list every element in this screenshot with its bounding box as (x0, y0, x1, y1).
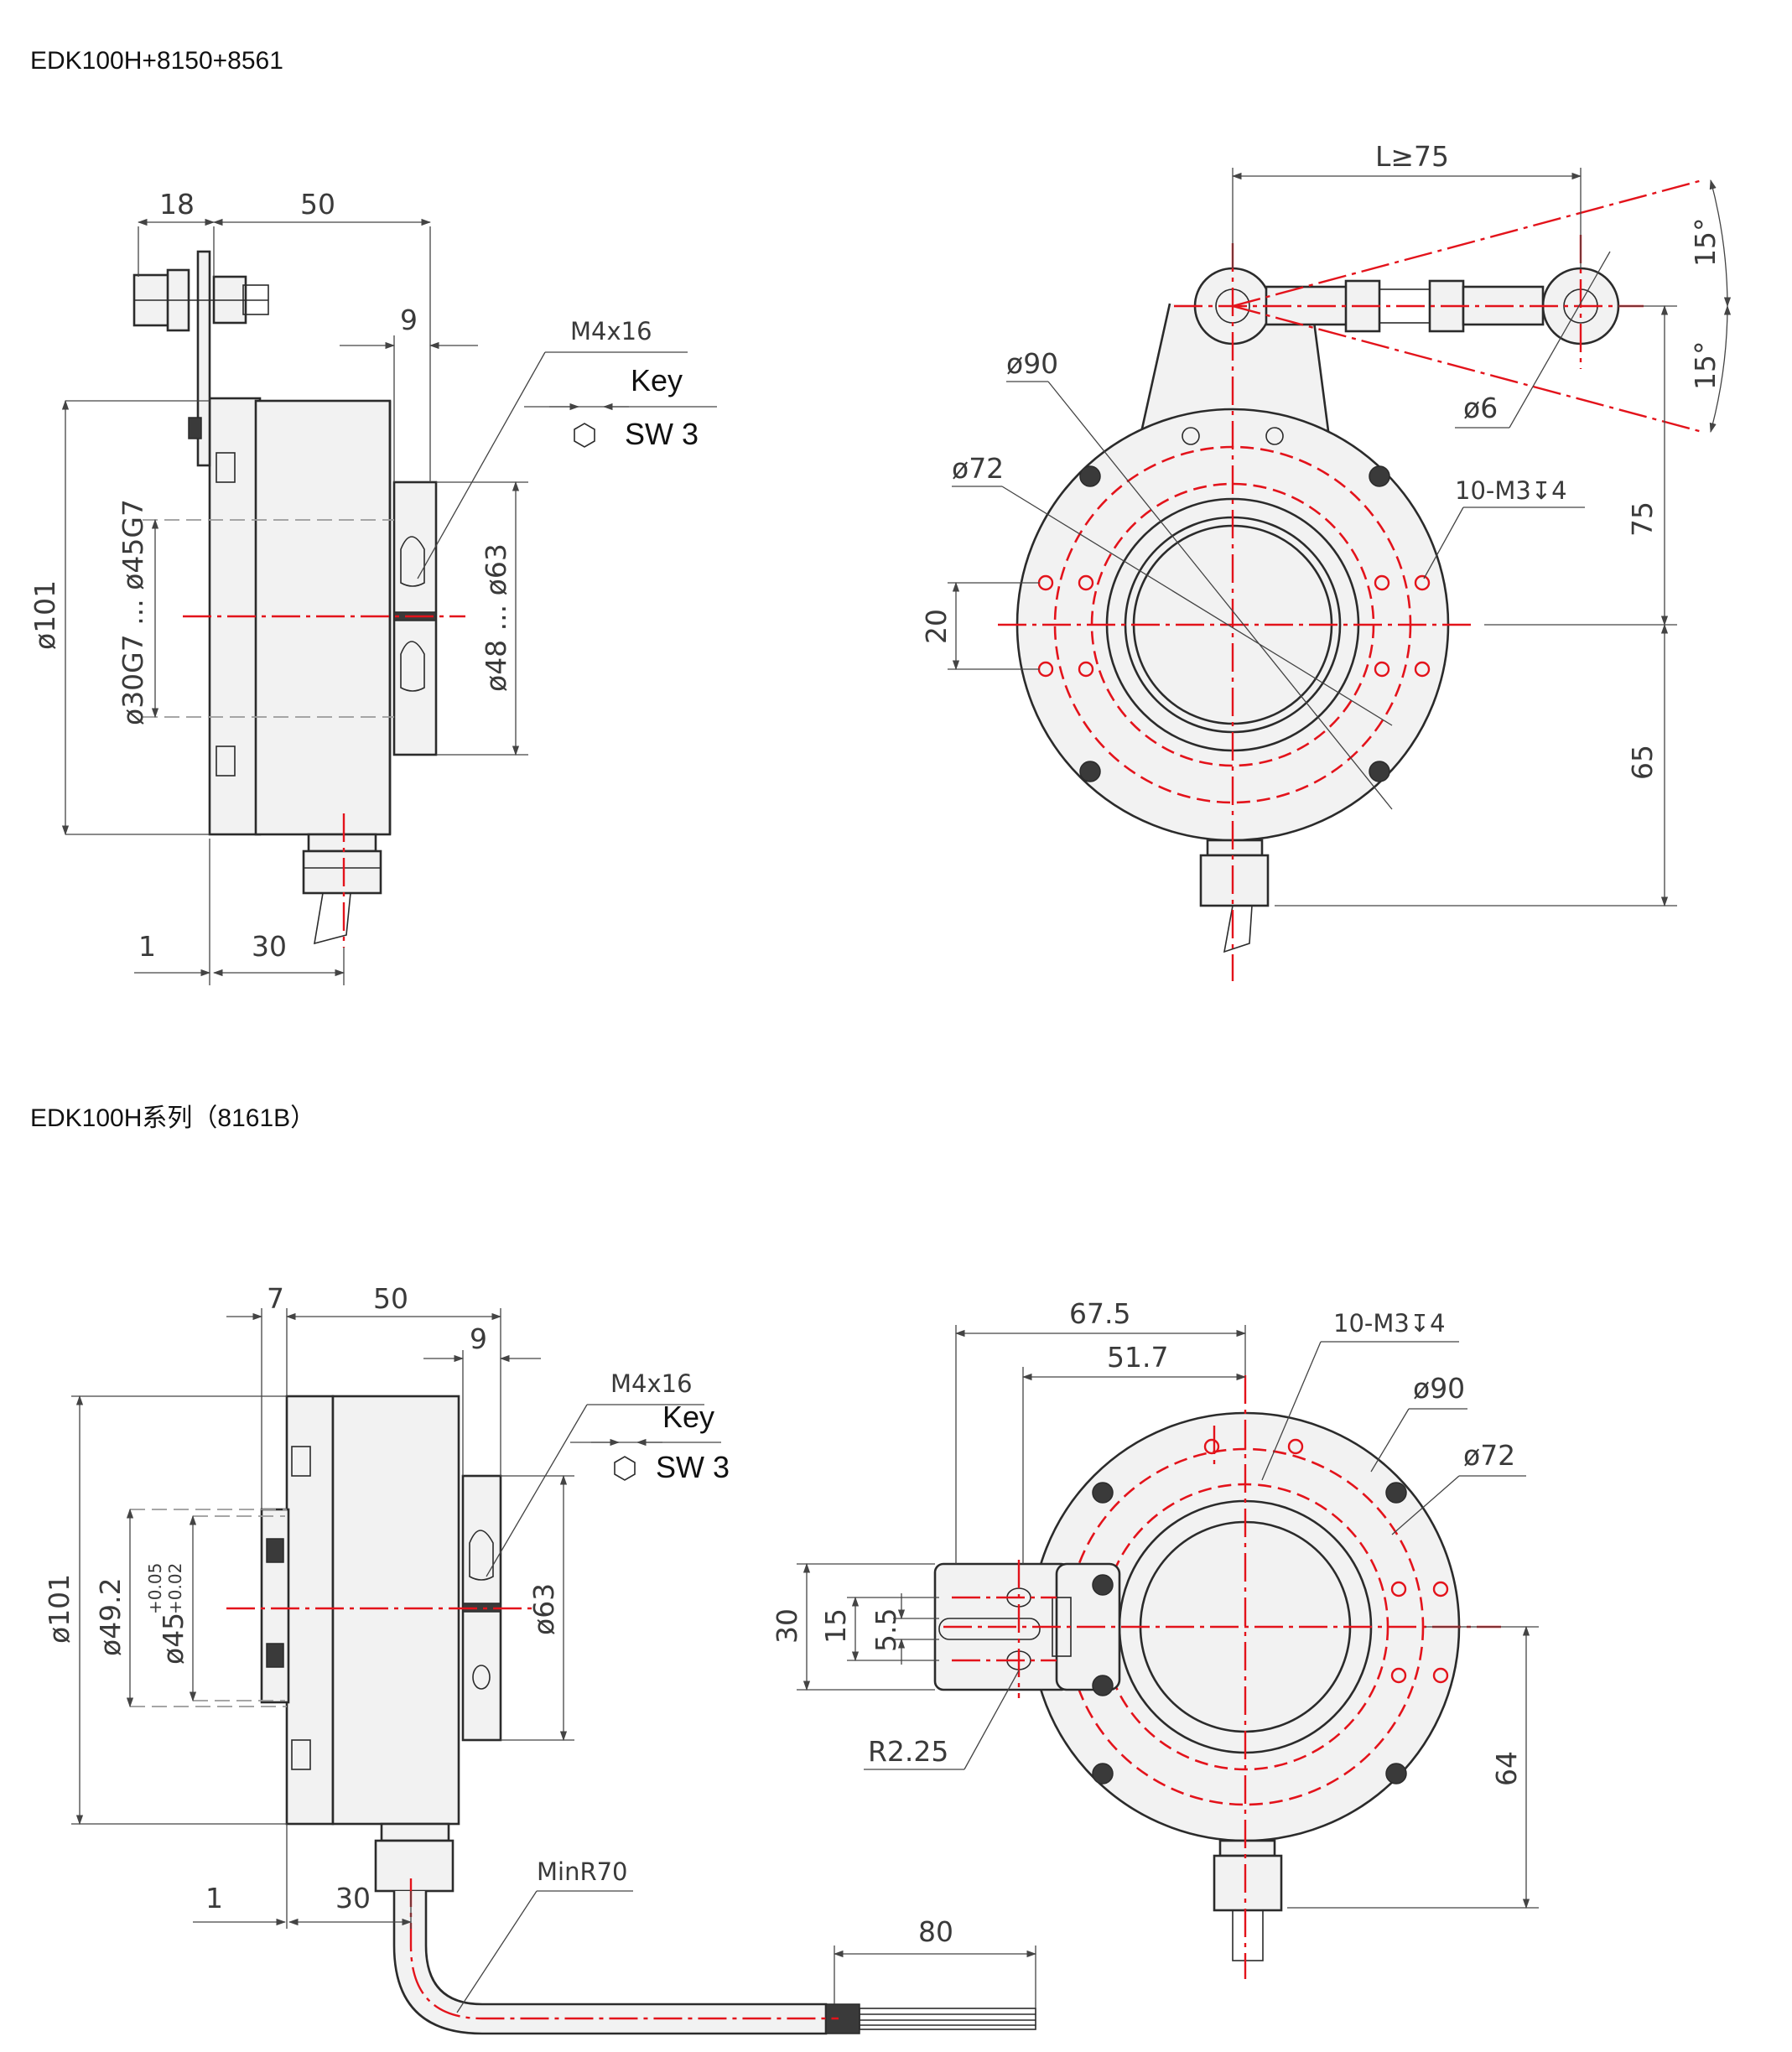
dim-50: 50 (300, 188, 335, 221)
dim-18: 18 (159, 188, 195, 221)
bottom-side-view: 7 50 9 M4x16 Key SW 3 ø101 ø49.2 ø45 +0.… (43, 1282, 1037, 2035)
dim-65: 65 (1626, 745, 1659, 780)
dia-101: ø101 (43, 1574, 75, 1644)
holes-callout: 10-M3↧4 (1455, 476, 1567, 505)
bolt-callout: M4x16 (570, 317, 652, 345)
dia-72: ø72 (1463, 1439, 1515, 1472)
dim-50: 50 (373, 1282, 408, 1315)
drawing-title-top: EDK100H+8150+8561 (30, 47, 283, 75)
dia-90: ø90 (1006, 347, 1058, 380)
key-label: Key (631, 363, 683, 397)
radius-callout: R2.25 (868, 1735, 948, 1768)
dim-67-5: 67.5 (1069, 1297, 1130, 1330)
dim-64: 64 (1490, 1751, 1523, 1786)
dim-1: 1 (138, 930, 156, 963)
top-side-view: 18 50 9 M4x16 Key SW 3 ø101 ø30G7 ... ø4… (29, 188, 717, 985)
dim-80: 80 (918, 1915, 953, 1948)
dia-72: ø72 (952, 452, 1004, 485)
holes-callout: 10-M3↧4 (1333, 1309, 1446, 1338)
dim-1: 1 (205, 1882, 223, 1914)
tol-upper: +0.05 (145, 1563, 165, 1614)
min-radius: MinR70 (537, 1857, 628, 1886)
dia-45: ø45 (157, 1613, 190, 1665)
key-label: Key (662, 1400, 714, 1434)
dia-49-2: ø49.2 (94, 1577, 127, 1656)
bottom-front-view: 67.5 51.7 10-M3↧4 ø90 ø72 30 15 5.5 R2.2… (771, 1297, 1539, 1979)
dim-5-5: 5.5 (870, 1608, 902, 1652)
dia-63: ø63 (527, 1583, 560, 1635)
dia-101: ø101 (29, 580, 61, 650)
angle-up: 15° (1689, 218, 1722, 268)
dim-20: 20 (920, 609, 953, 644)
angle-down: 15° (1689, 341, 1722, 391)
dim-L: L≥75 (1375, 140, 1449, 173)
dim-9: 9 (470, 1322, 487, 1355)
dim-30: 30 (252, 930, 287, 963)
dim-7: 7 (267, 1282, 284, 1315)
hex-key-icon (614, 1456, 636, 1481)
tol-lower: +0.02 (165, 1563, 185, 1614)
hex-key-icon (574, 423, 595, 448)
sw-label: SW 3 (656, 1450, 730, 1484)
dim-75: 75 (1626, 501, 1659, 537)
dim-51-7: 51.7 (1107, 1341, 1168, 1374)
dim-30: 30 (771, 1608, 803, 1644)
dia-6: ø6 (1463, 392, 1498, 424)
sw-label: SW 3 (625, 417, 699, 451)
bolt-callout: M4x16 (610, 1369, 693, 1398)
dim-9: 9 (400, 304, 418, 336)
top-front-view: L≥75 15° 15° ø90 ø72 ø6 10-M3↧4 20 75 65 (920, 140, 1732, 981)
dim-30: 30 (335, 1882, 371, 1914)
drawing-title-bottom: EDK100H系列（8161B） (30, 1104, 316, 1132)
dia-bore: ø30G7 ... ø45G7 (117, 499, 149, 725)
dia-63: ø48 ... ø63 (480, 543, 512, 692)
dia-90: ø90 (1413, 1372, 1465, 1405)
dim-15: 15 (819, 1608, 852, 1644)
